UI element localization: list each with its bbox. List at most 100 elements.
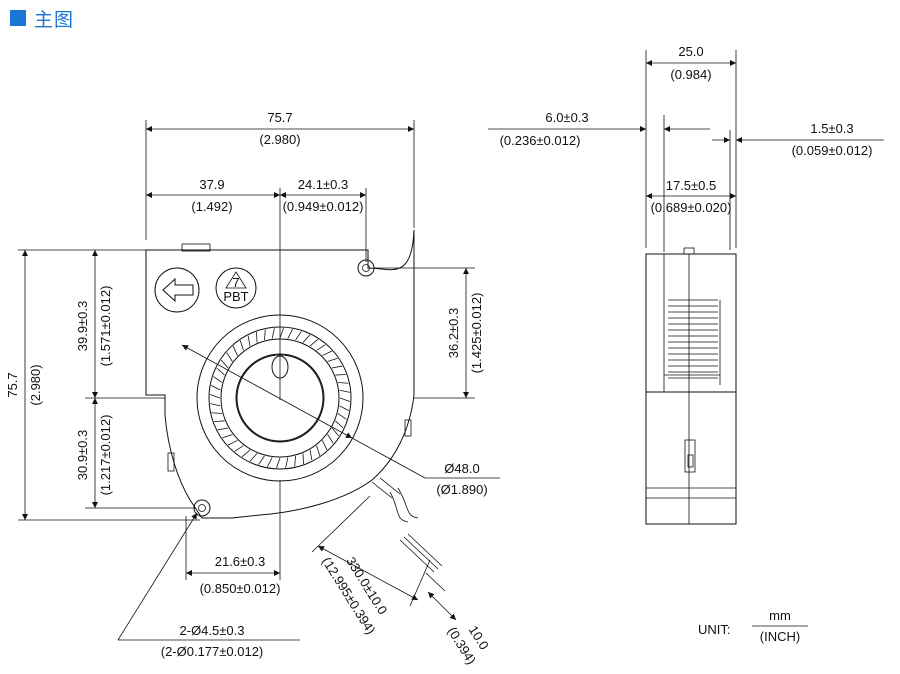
overall-height-mm: 75.7: [5, 372, 20, 397]
overall-width-inch: (2.980): [259, 132, 300, 147]
unit-denominator: (INCH): [760, 629, 800, 644]
right-height-inch: (1.425±0.012): [469, 293, 484, 374]
outlet-offset-mm: 6.0±0.3: [545, 110, 588, 125]
impeller-dia-mm: Ø48.0: [444, 461, 479, 476]
impeller-blade: [222, 434, 233, 439]
impeller-blade: [256, 332, 258, 343]
impeller-blade: [337, 382, 349, 384]
side-view: [645, 247, 737, 525]
impeller-blade: [339, 389, 350, 393]
impeller-blade: [210, 385, 221, 391]
impeller-blade: [335, 374, 346, 376]
unit-numerator: mm: [769, 608, 791, 623]
impeller-blade: [279, 327, 284, 339]
impeller-blade: [295, 331, 302, 341]
airflow-arrow-icon: [154, 267, 200, 313]
impeller-blade: [339, 397, 351, 402]
overall-height-inch: (2.980): [28, 364, 43, 405]
impeller-blade: [216, 367, 225, 376]
impeller-blade: [285, 457, 289, 468]
impeller-blade: [316, 445, 321, 456]
impeller-blade: [327, 357, 338, 362]
front-view: 7 PBT Ø48.0 (Ø1.890): [145, 229, 500, 592]
half-width-inch: (1.492): [191, 199, 232, 214]
impeller-blade: [287, 328, 293, 339]
side-dimensions: 25.0 (0.984) 6.0±0.3 (0.236±0.012) 1.5±0…: [488, 44, 884, 252]
impeller-blade: [302, 334, 311, 343]
front-dimensions: 75.7 (2.980) 37.9 (1.492) 24.1±0.3 (0.94…: [5, 110, 492, 667]
mount-holes-mm: 2-Ø4.5±0.3: [180, 623, 245, 638]
hole-offset-inch: (0.949±0.012): [283, 199, 364, 214]
side-outline: [645, 253, 737, 525]
outlet-offset-inch: (0.236±0.012): [500, 133, 581, 148]
recycle-pbt-icon: [215, 267, 257, 309]
impeller-blade: [322, 350, 333, 356]
impeller-blade: [316, 344, 326, 351]
dim-strip: [427, 591, 457, 621]
impeller-blade: [227, 440, 238, 446]
hole-spacing-mm: 21.6±0.3: [215, 554, 266, 569]
housing-outline: [145, 229, 415, 519]
lead-exit: [371, 477, 401, 499]
impeller-blade: [247, 335, 251, 347]
impeller-blade: [234, 445, 244, 452]
section-header: 主图: [10, 6, 75, 31]
impeller-dia-inch: (Ø1.890): [436, 482, 487, 497]
arrow-glyph: [162, 277, 194, 303]
impeller-blade: [337, 413, 347, 420]
mount-holes-inch: (2-Ø0.177±0.012): [161, 644, 264, 659]
impeller-blade: [211, 412, 223, 414]
impeller-blade: [239, 340, 244, 351]
mount-hole-bottom-inner: [198, 504, 206, 512]
overall-width-mm: 75.7: [267, 110, 292, 125]
lip-mm: 1.5±0.3: [810, 121, 853, 136]
impeller-blade: [276, 457, 281, 469]
material-label: PBT: [223, 289, 248, 304]
outlet-width-inch: (0.689±0.020): [651, 200, 732, 215]
thickness-inch: (0.984): [670, 67, 711, 82]
recycle-triangle: [225, 271, 247, 289]
thickness-mm: 25.0: [678, 44, 703, 59]
strip-end: [425, 572, 446, 592]
impeller-blade: [267, 457, 273, 468]
impeller-blade: [302, 453, 304, 464]
impeller-blade: [258, 455, 265, 465]
lead-end: [399, 533, 443, 573]
unit-note: UNIT: mm (INCH): [698, 608, 808, 644]
unit-label: UNIT:: [698, 622, 731, 637]
recycle-code: 7: [232, 275, 239, 290]
connector-inner: [687, 454, 694, 468]
impeller-blade: [294, 455, 296, 467]
impeller-blade: [271, 328, 275, 339]
ext-line: [311, 495, 371, 553]
header-title: 主图: [34, 9, 75, 31]
side-notch: [167, 452, 175, 472]
impeller-blade: [232, 345, 238, 356]
hole-offset-mm: 24.1±0.3: [298, 177, 349, 192]
diameter-line: [181, 344, 353, 439]
connector-slot: [684, 439, 696, 473]
lower-height-mm: 30.9±0.3: [75, 430, 90, 481]
impeller-blade: [309, 449, 313, 461]
impeller-blade: [213, 376, 223, 383]
impeller-blade: [309, 338, 319, 347]
half-width-mm: 37.9: [199, 177, 224, 192]
right-height-mm: 36.2±0.3: [446, 308, 461, 359]
impeller-blade: [335, 420, 344, 429]
ext-line: [409, 559, 431, 607]
header-square-icon: [10, 10, 26, 26]
side-tab: [683, 247, 695, 255]
hole-spacing-inch: (0.850±0.012): [200, 581, 281, 596]
impeller-blade: [210, 403, 221, 407]
mount-hole-leader: [117, 512, 198, 641]
lip-inch: (0.059±0.012): [792, 143, 873, 158]
upper-height-mm: 39.9±0.3: [75, 301, 90, 352]
impeller-blade: [214, 420, 225, 422]
upper-height-inch: (1.571±0.012): [98, 286, 113, 367]
side-fins: [668, 299, 718, 379]
impeller-blade: [339, 405, 350, 411]
lead-wire: [389, 487, 419, 523]
impeller-blade: [209, 394, 221, 399]
impeller-blade: [331, 365, 343, 369]
impeller-blade: [249, 453, 258, 462]
